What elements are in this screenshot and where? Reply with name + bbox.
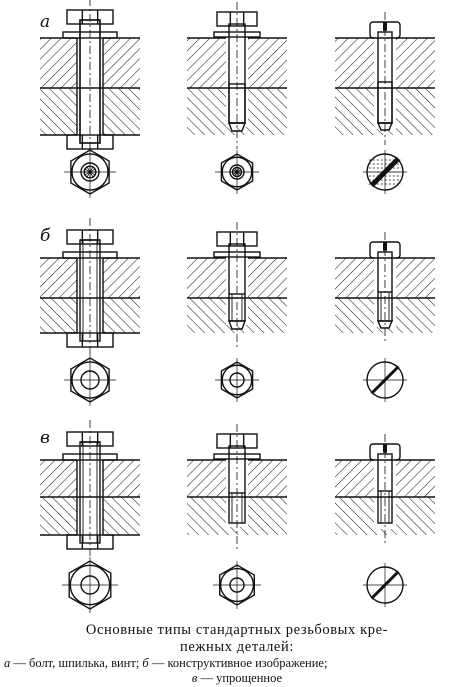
screw-slot [383, 242, 387, 251]
lower-plate-right [248, 298, 287, 333]
lower-plate-right [103, 88, 140, 135]
upper-plate-left [40, 460, 77, 497]
legend-line-2: в — упрощенное [4, 671, 470, 686]
upper-plate-right [248, 258, 287, 298]
legend-text-c: — упрощенное [197, 671, 283, 685]
upper-plate-left [335, 258, 374, 298]
legend-line-1: а — болт, шпилька, винт; б — конструктив… [4, 656, 470, 671]
upper-plate-left [335, 38, 374, 88]
row-label-b: б [40, 226, 51, 246]
screw-simplified [335, 434, 435, 607]
lower-plate-right [248, 497, 287, 535]
upper-plate-left [187, 38, 226, 88]
fastener-figure [40, 0, 435, 613]
lower-plate-right [103, 298, 140, 333]
upper-plate-left [40, 38, 77, 88]
legend-key-b: б [142, 656, 149, 670]
upper-plate-right [103, 38, 140, 88]
screw-detailed [335, 12, 435, 194]
upper-plate-left [40, 258, 77, 298]
lower-plate-right [248, 88, 287, 135]
lower-plate-left [335, 88, 374, 135]
lower-plate-left [187, 88, 226, 135]
stud-detailed [187, 2, 287, 194]
upper-plate-right [103, 460, 140, 497]
lower-plate-left [40, 88, 77, 135]
caption-title: Основные типы стандартных резьбовых кре-… [0, 622, 474, 656]
screw-tip [376, 320, 394, 329]
legend-key-c: в [191, 671, 198, 685]
stud-constructive [187, 222, 287, 402]
lower-plate-right [396, 88, 435, 135]
lower-plate-right [103, 497, 140, 535]
upper-plate-right [248, 460, 287, 497]
legend-text-b: — конструктивное изображение; [148, 656, 328, 670]
stud-tip [227, 122, 247, 132]
stud-simplified [187, 424, 287, 609]
lower-plate-left [40, 298, 77, 333]
lower-plate-left [187, 497, 226, 535]
row-label-a: а [40, 12, 51, 32]
upper-plate-right [396, 460, 435, 497]
caption-title-line-2: пежных деталей: [180, 639, 294, 655]
lower-plate-right [396, 298, 435, 333]
legend-key-a: а [4, 656, 11, 670]
upper-plate-left [187, 460, 226, 497]
screw-slot [383, 444, 387, 453]
bolt-simplified [40, 420, 140, 613]
row-label-c: в [40, 428, 50, 448]
caption-title-line-1: Основные типы стандартных резьбовых кре- [85, 622, 389, 638]
stud-tip [227, 320, 247, 330]
upper-plate-left [335, 460, 374, 497]
upper-plate-right [248, 38, 287, 88]
lower-plate-left [335, 497, 374, 535]
screw-tip [376, 122, 394, 131]
legend-text-a: — болт, шпилька, винт; [10, 656, 143, 670]
figure-caption: Основные типы стандартных резьбовых кре-… [0, 622, 474, 686]
lower-plate-left [40, 497, 77, 535]
bolt-constructive [40, 218, 140, 406]
bolt-detailed [40, 0, 140, 198]
screw-slot [383, 22, 387, 31]
lower-plate-left [187, 298, 226, 333]
upper-plate-right [396, 258, 435, 298]
upper-plate-right [103, 258, 140, 298]
caption-legend: а — болт, шпилька, винт; б — конструктив… [0, 656, 474, 686]
upper-plate-left [187, 258, 226, 298]
screw-constructive [335, 232, 435, 402]
upper-plate-right [396, 38, 435, 88]
lower-plate-left [335, 298, 374, 333]
lower-plate-right [396, 497, 435, 535]
